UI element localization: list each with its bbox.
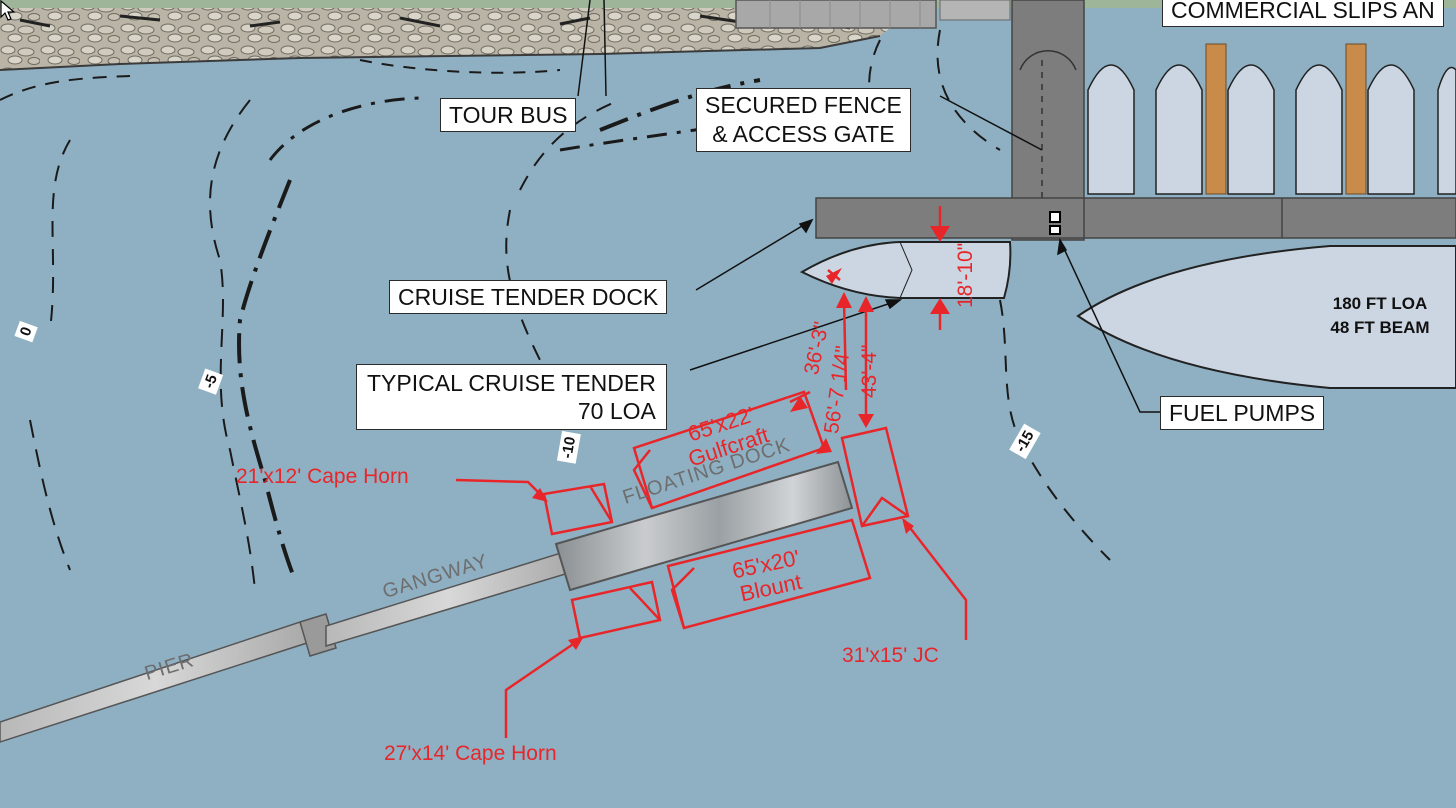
typical-tender-line2: 70 LOA bbox=[577, 398, 656, 424]
pier-gangway bbox=[0, 460, 854, 743]
cape-horn-27-label: 27'x14' Cape Horn bbox=[384, 742, 557, 765]
cruise-tender-dock-label: CRUISE TENDER DOCK bbox=[389, 280, 668, 314]
fuel-pumps-label: FUEL PUMPS bbox=[1160, 396, 1325, 430]
vessel-loa: 180 FT LOA bbox=[1332, 294, 1428, 313]
tender-deck-line bbox=[899, 241, 913, 299]
typical-cruise-tender-label: TYPICAL CRUISE TENDER 70 LOA bbox=[356, 364, 667, 430]
vessel-beam: 48 FT BEAM bbox=[1330, 318, 1430, 337]
commercial-pier bbox=[815, 0, 1456, 241]
cruise-tender-boat bbox=[799, 241, 1012, 299]
commercial-slips bbox=[1087, 43, 1456, 195]
large-vessel-label: 180 FT LOA 48 FT BEAM bbox=[1300, 292, 1456, 340]
shoreline bbox=[0, 0, 1456, 71]
dimension-43-4: 43'-4" bbox=[858, 344, 881, 399]
large-vessel-hull bbox=[1076, 245, 1456, 389]
tour-bus-label: TOUR BUS bbox=[440, 98, 577, 132]
commercial-slips-label: COMMERCIAL SLIPS AN bbox=[1162, 0, 1444, 27]
cape-horn-21-label: 21'x12' Cape Horn bbox=[236, 465, 409, 488]
tour-bus-building bbox=[735, 0, 1011, 29]
secured-fence-line1: SECURED FENCE bbox=[705, 92, 902, 118]
typical-tender-line1: TYPICAL CRUISE TENDER bbox=[367, 370, 656, 396]
secured-fence-line2: & ACCESS GATE bbox=[712, 121, 895, 147]
dimension-18-10: 18'-10" bbox=[954, 242, 977, 308]
jc-label: 31'x15' JC bbox=[842, 644, 939, 667]
dimension-lines bbox=[455, 206, 968, 738]
mouse-cursor-icon bbox=[0, 0, 16, 21]
secured-fence-label: SECURED FENCE & ACCESS GATE bbox=[696, 88, 911, 152]
